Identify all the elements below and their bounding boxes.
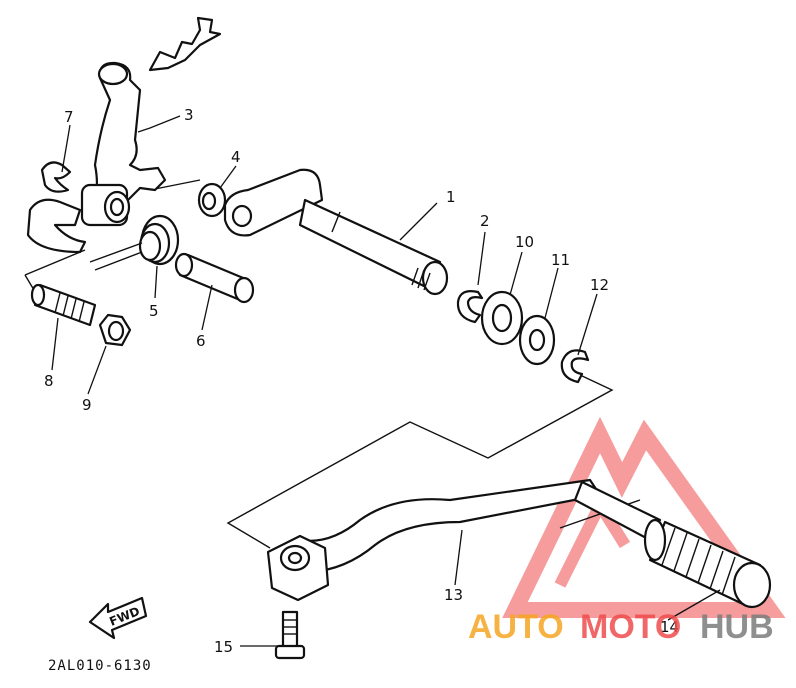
callout-15: 15	[214, 638, 233, 656]
callout-1: 1	[446, 188, 456, 206]
bolt-8	[30, 283, 97, 327]
shift-arm-3	[80, 16, 222, 227]
callout-labels: 1 2 3 4 5 6 7 8 9 10 11 12 13 14 15	[44, 106, 679, 656]
callout-6: 6	[196, 332, 206, 350]
pedal-rubber-14	[643, 518, 772, 609]
callout-5: 5	[149, 302, 159, 320]
forward-arrow-icon: FWD	[88, 596, 148, 640]
callout-2: 2	[480, 212, 490, 230]
callout-13: 13	[444, 586, 463, 604]
watermark-moto: MOTO	[580, 608, 681, 646]
circlip-12	[560, 349, 590, 384]
bolt-15	[274, 610, 306, 660]
callout-7: 7	[64, 108, 74, 126]
callout-3: 3	[184, 106, 194, 124]
callout-10: 10	[515, 233, 534, 251]
callout-4: 4	[231, 148, 241, 166]
circlip-7	[26, 161, 87, 254]
watermark-auto: AUTO	[468, 608, 564, 646]
watermark-text: AUTO MOTO HUB	[468, 608, 774, 646]
circlip-2	[456, 290, 484, 324]
callout-9: 9	[82, 396, 92, 414]
shift-pedal-13	[266, 478, 662, 602]
collar-6	[174, 252, 255, 304]
callout-11: 11	[551, 251, 570, 269]
oil-seal-10	[480, 290, 524, 346]
nut-9	[98, 313, 132, 347]
callout-14: 14	[660, 618, 679, 636]
leader-lines	[51, 115, 721, 647]
callout-12: 12	[590, 276, 609, 294]
torsion-spring-5	[89, 214, 180, 271]
watermark-hub: HUB	[700, 608, 774, 646]
washer-11	[518, 314, 556, 366]
shift-shaft-1	[223, 168, 449, 296]
diagram-code: 2AL010-6130	[48, 658, 152, 674]
callout-8: 8	[44, 372, 54, 390]
bushing-4	[197, 182, 227, 218]
